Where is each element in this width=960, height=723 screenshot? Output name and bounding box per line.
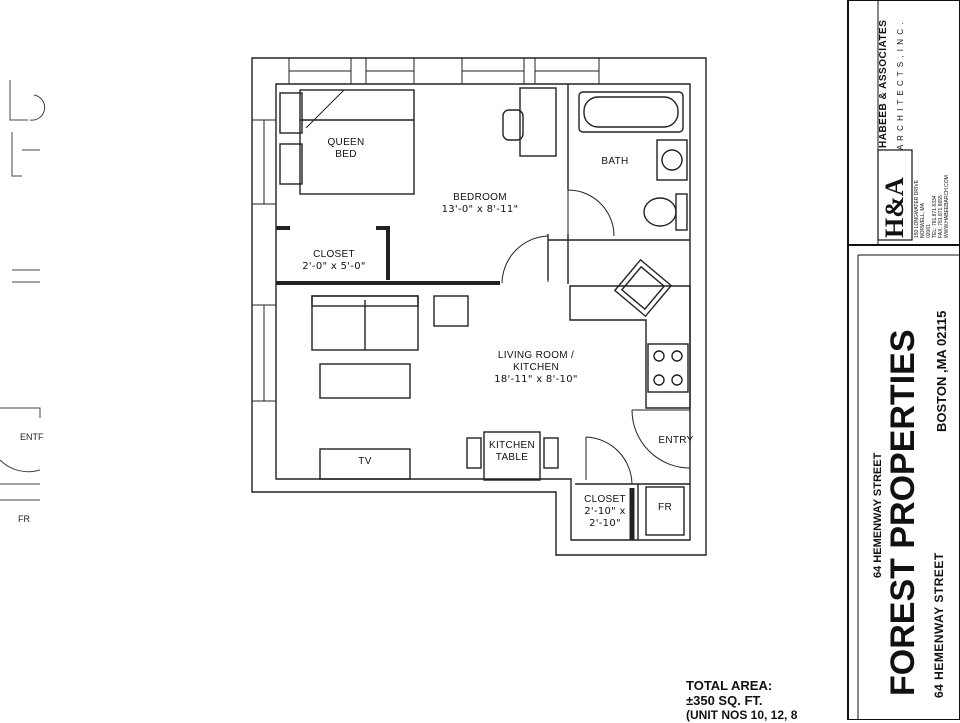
bedroom-label: BEDROOM 13'-0" x 8'-11" bbox=[441, 192, 519, 215]
tv-label: TV bbox=[358, 456, 372, 467]
project-address-bottom: 64 HEMENWAY STREET bbox=[932, 552, 946, 698]
inner-wall bbox=[275, 83, 691, 541]
entry-door bbox=[631, 409, 691, 469]
firm-name: HABEEB & ASSOCIATES bbox=[878, 19, 889, 148]
fridge-label: FR bbox=[658, 502, 672, 513]
left-windows bbox=[251, 119, 277, 402]
firm-subtitle: A R C H I T E C T S , I N C . bbox=[896, 21, 905, 150]
entry-label: ENTRY bbox=[658, 435, 694, 446]
top-windows bbox=[288, 57, 600, 85]
bath-door bbox=[567, 189, 615, 237]
closet2-label: CLOSET 2'-10" x 2'-10" bbox=[584, 494, 626, 529]
left-sheet-fragments bbox=[0, 80, 46, 501]
total-area: TOTAL AREA: ±350 SQ. FT. (UNIT NOS 10, 1… bbox=[686, 678, 798, 722]
project-name: FOREST PROPERTIES bbox=[884, 329, 922, 697]
outer-wall bbox=[251, 57, 707, 556]
fragment-fr: FR bbox=[18, 514, 30, 524]
project-address-top: 64 HEMENWAY STREET bbox=[872, 452, 884, 578]
firm-logo: H&A bbox=[880, 177, 909, 238]
project-city: BOSTON ,MA 02115 bbox=[934, 310, 949, 432]
fragment-entry: ENTF bbox=[20, 432, 44, 442]
living-room-label: LIVING ROOM / KITCHEN 18'-11" x 8'-10" bbox=[494, 350, 578, 385]
bedroom-door bbox=[501, 235, 549, 284]
closet1-label: CLOSET 2'-0" x 5'-0" bbox=[302, 249, 366, 272]
bath-label: BATH bbox=[601, 156, 629, 167]
